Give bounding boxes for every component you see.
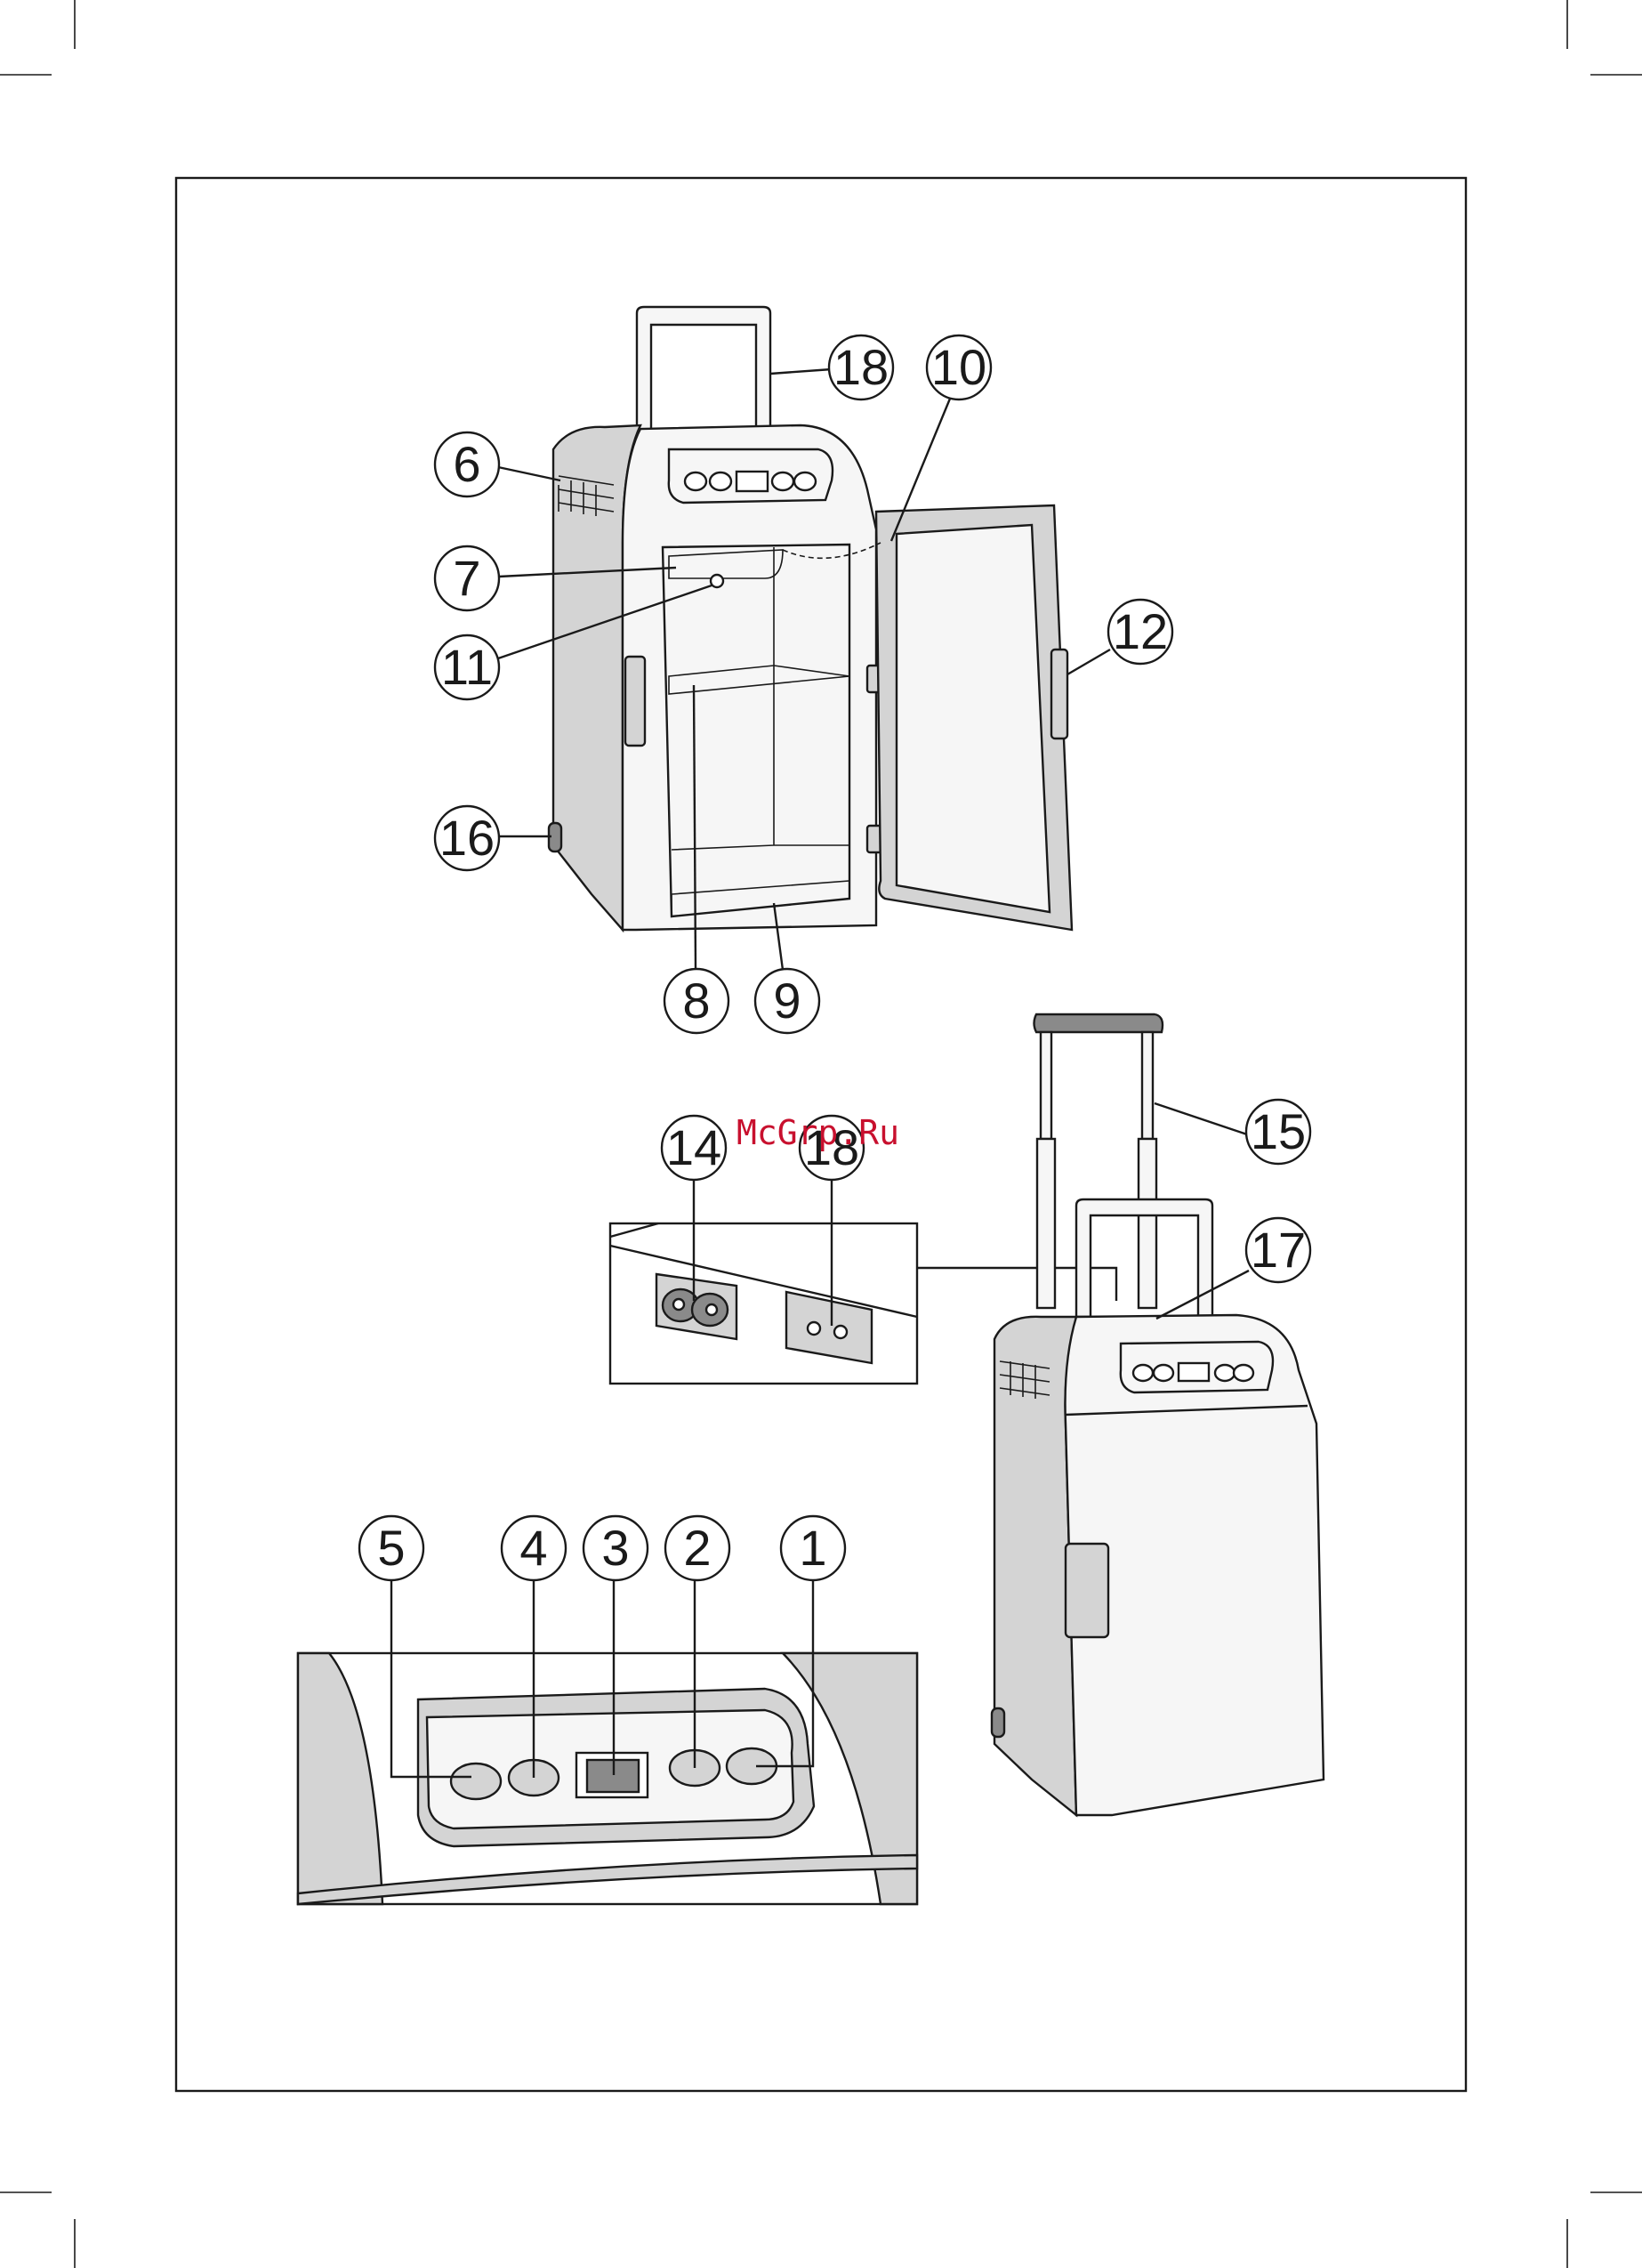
button-5 (451, 1764, 501, 1799)
trolley-wheel (992, 1708, 1004, 1737)
detail-lid-seam (298, 1855, 917, 1904)
svg-text:8: 8 (682, 973, 710, 1029)
svg-text:15: 15 (1251, 1103, 1306, 1159)
telescopic-rod-right-upper (1142, 1032, 1153, 1139)
callout-12: 12 (1067, 600, 1172, 674)
side-grip (625, 657, 645, 746)
svg-text:14: 14 (666, 1119, 721, 1175)
telescopic-rod-left-lower (1037, 1139, 1055, 1308)
svg-text:2: 2 (683, 1520, 711, 1576)
telescopic-rod-left-upper (1041, 1032, 1051, 1139)
detail-left-edge (298, 1653, 382, 1904)
svg-text:17: 17 (1251, 1222, 1306, 1278)
svg-text:10: 10 (931, 339, 986, 395)
fridge-interior (663, 545, 849, 916)
svg-text:5: 5 (377, 1520, 405, 1576)
door-grip (1051, 650, 1067, 739)
trolley-side-grip (1066, 1544, 1108, 1637)
callout-14: 14 (662, 1116, 726, 1301)
telescopic-rod-right-lower (1139, 1139, 1156, 1308)
fridge-open-illustration (549, 307, 1072, 930)
svg-text:16: 16 (439, 810, 495, 866)
callout-16: 16 (435, 806, 551, 870)
svg-text:6: 6 (453, 436, 480, 492)
telescopic-handle-grip (1034, 1014, 1163, 1032)
svg-text:7: 7 (453, 550, 480, 606)
callout-15: 15 (1155, 1100, 1310, 1164)
svg-text:1: 1 (799, 1520, 826, 1576)
callout-17: 17 (1156, 1218, 1310, 1319)
door-glass (897, 525, 1050, 912)
carry-handle (637, 307, 770, 436)
svg-text:3: 3 (601, 1520, 629, 1576)
svg-text:9: 9 (773, 973, 801, 1029)
callout-18-top: 18 (770, 335, 893, 400)
svg-text:12: 12 (1113, 603, 1168, 659)
svg-text:4: 4 (519, 1520, 547, 1576)
callout-6: 6 (435, 432, 560, 496)
svg-text:18: 18 (833, 339, 889, 395)
watermark: McGrp.Ru (736, 1113, 899, 1152)
svg-text:11: 11 (441, 639, 493, 695)
interior-light (711, 575, 723, 587)
